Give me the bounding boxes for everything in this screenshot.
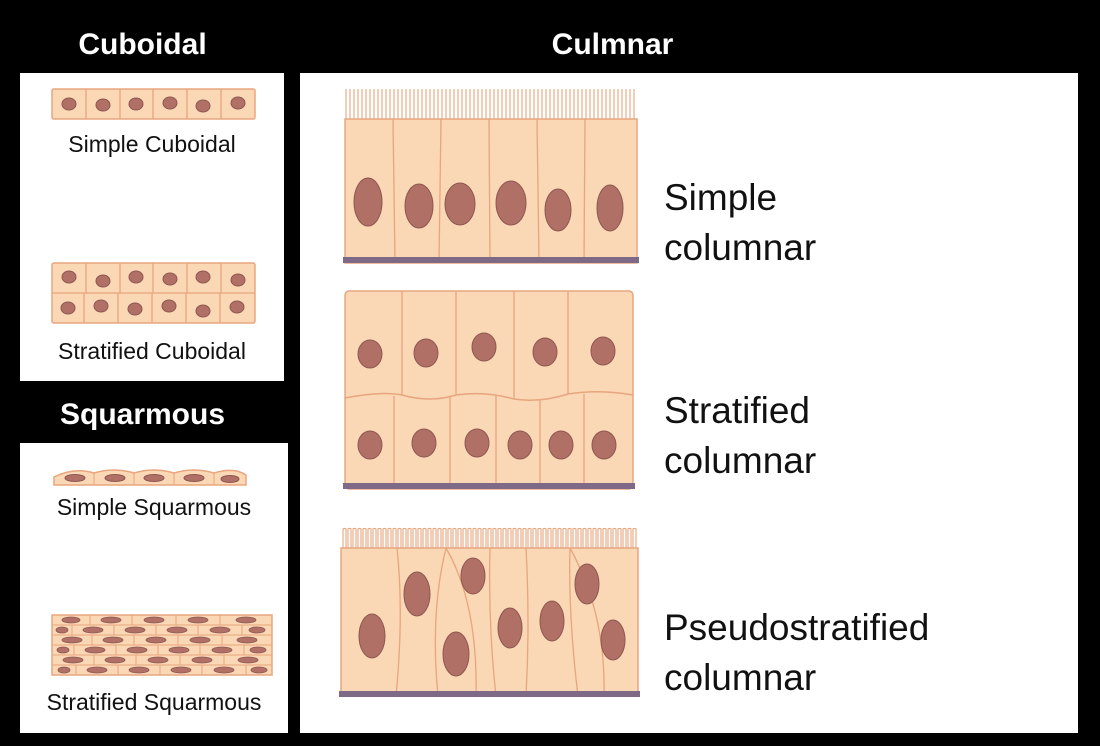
cilia xyxy=(342,527,637,548)
microvilli xyxy=(345,89,635,119)
simple-columnar-label-line2: columnar xyxy=(664,227,817,268)
pseudostratified-columnar-label-line1: Pseudostratified xyxy=(664,607,930,648)
pseudostratified-cilia xyxy=(342,527,637,548)
simple-columnar-label-line1: Simple xyxy=(664,177,778,218)
simple-columnar-microvilli xyxy=(345,89,635,119)
stratified-columnar-label-line1: Stratified xyxy=(664,390,811,431)
simple-cuboidal-cells xyxy=(51,88,256,120)
columnar-panel: Simple columnar Stratified columnar Pseu… xyxy=(300,73,1078,733)
squamous-illustration xyxy=(51,469,273,676)
squamous-heading: Squarmous xyxy=(59,398,226,431)
squamous-panel: Simple Squarmous Stratified Squarmous xyxy=(20,443,288,733)
cuboidal-heading: Cuboidal xyxy=(78,28,207,61)
pseudostratified-columnar-label-line2: columnar xyxy=(664,657,817,698)
simple-cuboidal-label: Simple Cuboidal xyxy=(68,131,236,157)
columnar-heading: Culmnar xyxy=(551,28,674,61)
columnar-illustration xyxy=(339,89,640,697)
stratified-columnar-label-line2: columnar xyxy=(664,440,817,481)
stratified-squamous-label: Stratified Squarmous xyxy=(46,689,262,715)
pseudostratified-columnar-cells xyxy=(339,547,640,697)
stratified-columnar-cells xyxy=(343,290,635,490)
simple-cuboidal-illustration xyxy=(51,88,256,324)
simple-squamous-cells xyxy=(53,469,247,486)
stratified-cuboidal-label: Stratified Cuboidal xyxy=(58,338,246,364)
simple-columnar-cells xyxy=(343,118,639,264)
cuboidal-panel: Simple Cuboidal Stratified Cuboidal xyxy=(20,73,284,381)
simple-squamous-label: Simple Squarmous xyxy=(56,494,252,520)
stratified-cuboidal-cells xyxy=(51,262,256,324)
stratified-squamous-cells xyxy=(51,614,273,676)
